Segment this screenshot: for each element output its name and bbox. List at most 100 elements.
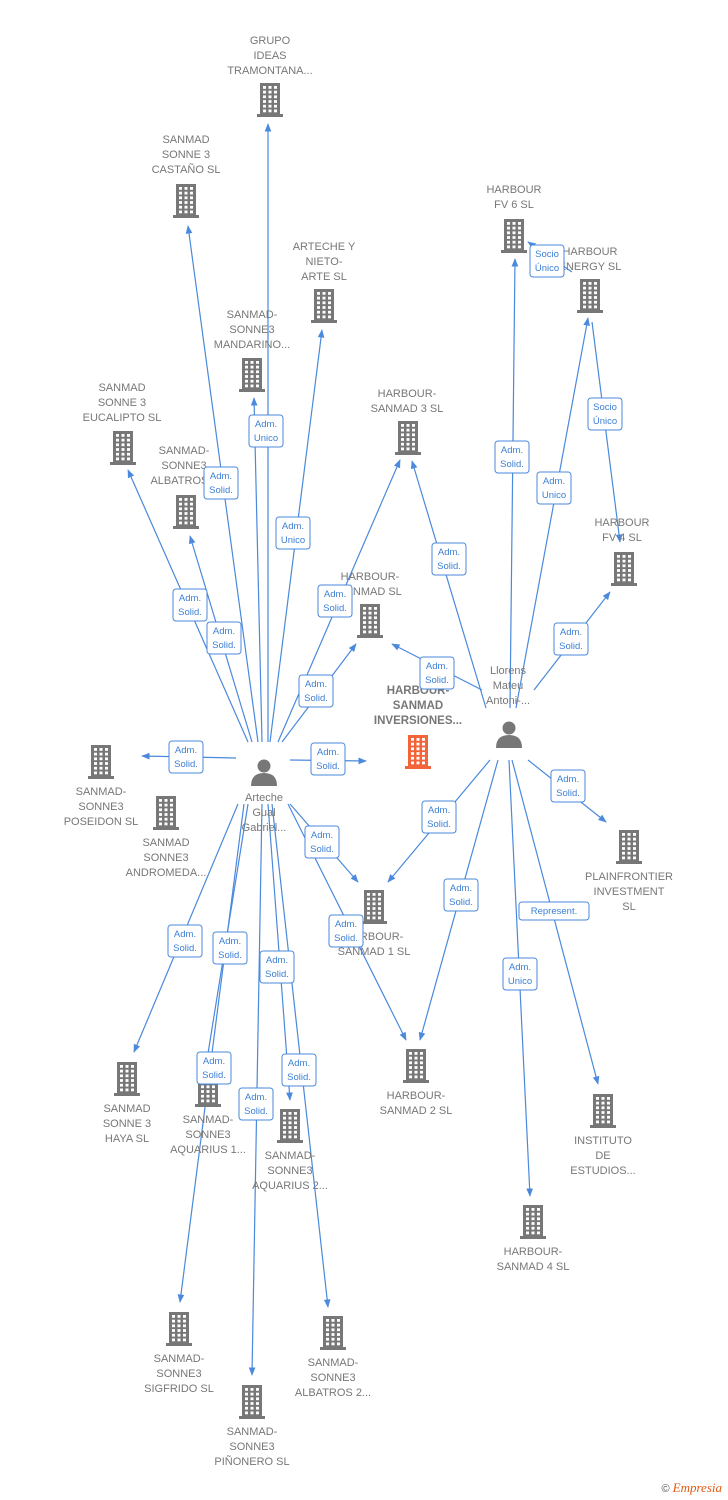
role-label[interactable]: Adm.Unico: [275, 516, 311, 550]
company-name-label[interactable]: SANMAD 4 SL: [497, 1261, 570, 1273]
role-label[interactable]: Adm.Unico: [536, 471, 572, 505]
company-name-label[interactable]: SANMAD 2 SL: [380, 1105, 453, 1117]
company-name-label[interactable]: HARBOUR: [486, 184, 541, 196]
company-building-icon[interactable]: [166, 1312, 192, 1346]
company-building-icon[interactable]: [361, 890, 387, 924]
company-name-label[interactable]: ALBATROS...: [150, 475, 217, 487]
company-building-icon[interactable]: [277, 1109, 303, 1143]
company-name-label[interactable]: SANMAD 3 SL: [371, 403, 444, 415]
role-label[interactable]: Adm.Solid.: [310, 742, 346, 776]
role-label[interactable]: Adm.Solid.: [431, 542, 467, 576]
person-name-label[interactable]: Mateu: [493, 680, 524, 692]
company-name-label[interactable]: SANMAD-: [159, 445, 210, 457]
role-label[interactable]: Adm.Solid.: [281, 1053, 317, 1087]
company-name-label[interactable]: SONNE3: [267, 1165, 312, 1177]
company-name-label[interactable]: SANMAD: [142, 837, 189, 849]
company-name-label[interactable]: INVESTMENT: [594, 886, 665, 898]
company-name-label[interactable]: CASTAÑO SL: [152, 163, 221, 176]
company-name-label[interactable]: SONNE3: [185, 1129, 230, 1141]
company-name-label[interactable]: SANMAD-: [265, 1150, 316, 1162]
company-name-label[interactable]: NIETO-: [305, 256, 342, 268]
company-name-label[interactable]: SANMAD: [103, 1103, 150, 1115]
person-icon[interactable]: [251, 759, 277, 787]
company-name-label[interactable]: SANMAD-: [183, 1114, 234, 1126]
role-label[interactable]: Adm.Solid.: [298, 674, 334, 708]
role-label[interactable]: Adm.Solid.: [259, 950, 295, 984]
company-name-label[interactable]: FV 4 SL: [602, 532, 642, 544]
company-building-icon[interactable]: [173, 495, 199, 529]
company-name-label[interactable]: ARTECHE Y: [293, 241, 356, 253]
role-label[interactable]: Adm.Solid.: [238, 1087, 274, 1121]
company-name-label[interactable]: SONNE3: [143, 852, 188, 864]
company-name-label[interactable]: SANMAD-: [227, 1426, 278, 1438]
person-icon[interactable]: [496, 721, 522, 749]
company-name-label[interactable]: DE: [595, 1150, 610, 1162]
company-name-label[interactable]: SL: [622, 901, 635, 913]
company-building-icon[interactable]: [239, 1385, 265, 1419]
role-label[interactable]: Adm.Solid.: [167, 924, 203, 958]
role-label[interactable]: Adm.Solid.: [328, 914, 364, 948]
company-name-label[interactable]: SONNE3: [156, 1368, 201, 1380]
company-name-label[interactable]: SONNE3: [78, 801, 123, 813]
person-name-label[interactable]: Antoni-...: [486, 695, 530, 707]
company-name-label[interactable]: SANMAD-: [76, 786, 127, 798]
role-label[interactable]: Adm.Unico: [502, 957, 538, 991]
company-building-icon[interactable]: [357, 604, 383, 638]
company-building-icon[interactable]: [257, 83, 283, 117]
person-name-label[interactable]: Llorens: [490, 665, 527, 677]
company-name-label[interactable]: SANMAD 1 SL: [338, 946, 411, 958]
company-building-icon[interactable]: [173, 184, 199, 218]
company-name-label[interactable]: HARBOUR-: [341, 571, 400, 583]
company-name-label[interactable]: ALBATROS 2...: [295, 1387, 371, 1399]
company-name-label[interactable]: AQUARIUS 2...: [252, 1180, 328, 1192]
company-name-label[interactable]: SONNE 3: [103, 1118, 151, 1130]
main-company-building-icon[interactable]: [405, 735, 431, 769]
company-name-label[interactable]: SONNE3: [161, 460, 206, 472]
company-name-label[interactable]: INSTITUTO: [574, 1135, 632, 1147]
role-label[interactable]: Adm.Solid.: [317, 584, 353, 618]
company-name-label[interactable]: SIGFRIDO SL: [144, 1383, 214, 1395]
company-building-icon[interactable]: [520, 1205, 546, 1239]
role-label[interactable]: Adm.Unico: [248, 414, 284, 448]
company-building-icon[interactable]: [88, 745, 114, 779]
role-label[interactable]: Represent.: [518, 901, 590, 921]
company-building-icon[interactable]: [611, 552, 637, 586]
company-building-icon[interactable]: [577, 279, 603, 313]
company-name-label[interactable]: MANDARINO...: [214, 339, 290, 351]
company-name-label[interactable]: HARBOUR-: [504, 1246, 563, 1258]
company-name-label[interactable]: TRAMONTANA...: [227, 65, 312, 77]
role-label[interactable]: Adm.Solid.: [203, 466, 239, 500]
company-name-label[interactable]: AQUARIUS 1...: [170, 1144, 246, 1156]
company-building-icon[interactable]: [501, 219, 527, 253]
company-name-label[interactable]: ESTUDIOS...: [570, 1165, 635, 1177]
company-name-label[interactable]: SANMAD: [162, 134, 209, 146]
company-name-label[interactable]: SANMAD: [98, 382, 145, 394]
person-name-label[interactable]: Arteche: [245, 792, 283, 804]
company-name-label[interactable]: SONNE3: [310, 1372, 355, 1384]
company-building-icon[interactable]: [153, 796, 179, 830]
company-building-icon[interactable]: [114, 1062, 140, 1096]
company-name-label[interactable]: GRUPO: [250, 35, 291, 47]
person-name-label[interactable]: Gabriel...: [242, 822, 287, 834]
role-label[interactable]: Adm.Solid.: [196, 1051, 232, 1085]
company-name-label[interactable]: SANMAD-: [308, 1357, 359, 1369]
role-label[interactable]: Adm.Solid.: [494, 440, 530, 474]
company-name-label[interactable]: SONNE3: [229, 1441, 274, 1453]
company-building-icon[interactable]: [239, 358, 265, 392]
brand-logo[interactable]: Empresia: [672, 1480, 722, 1495]
company-building-icon[interactable]: [110, 431, 136, 465]
company-building-icon[interactable]: [320, 1316, 346, 1350]
role-label[interactable]: Adm.Solid.: [553, 622, 589, 656]
company-building-icon[interactable]: [311, 289, 337, 323]
company-name-label[interactable]: SANMAD-: [154, 1353, 205, 1365]
company-name-label[interactable]: HARBOUR-: [378, 388, 437, 400]
company-name-label[interactable]: HARBOUR: [594, 517, 649, 529]
company-name-label[interactable]: ARTE SL: [301, 271, 347, 283]
company-name-label[interactable]: SONNE3: [229, 324, 274, 336]
company-name-label[interactable]: SANMAD: [393, 700, 443, 712]
role-label[interactable]: Adm.Solid.: [168, 740, 204, 774]
person-name-label[interactable]: Gual: [252, 807, 275, 819]
company-building-icon[interactable]: [403, 1049, 429, 1083]
